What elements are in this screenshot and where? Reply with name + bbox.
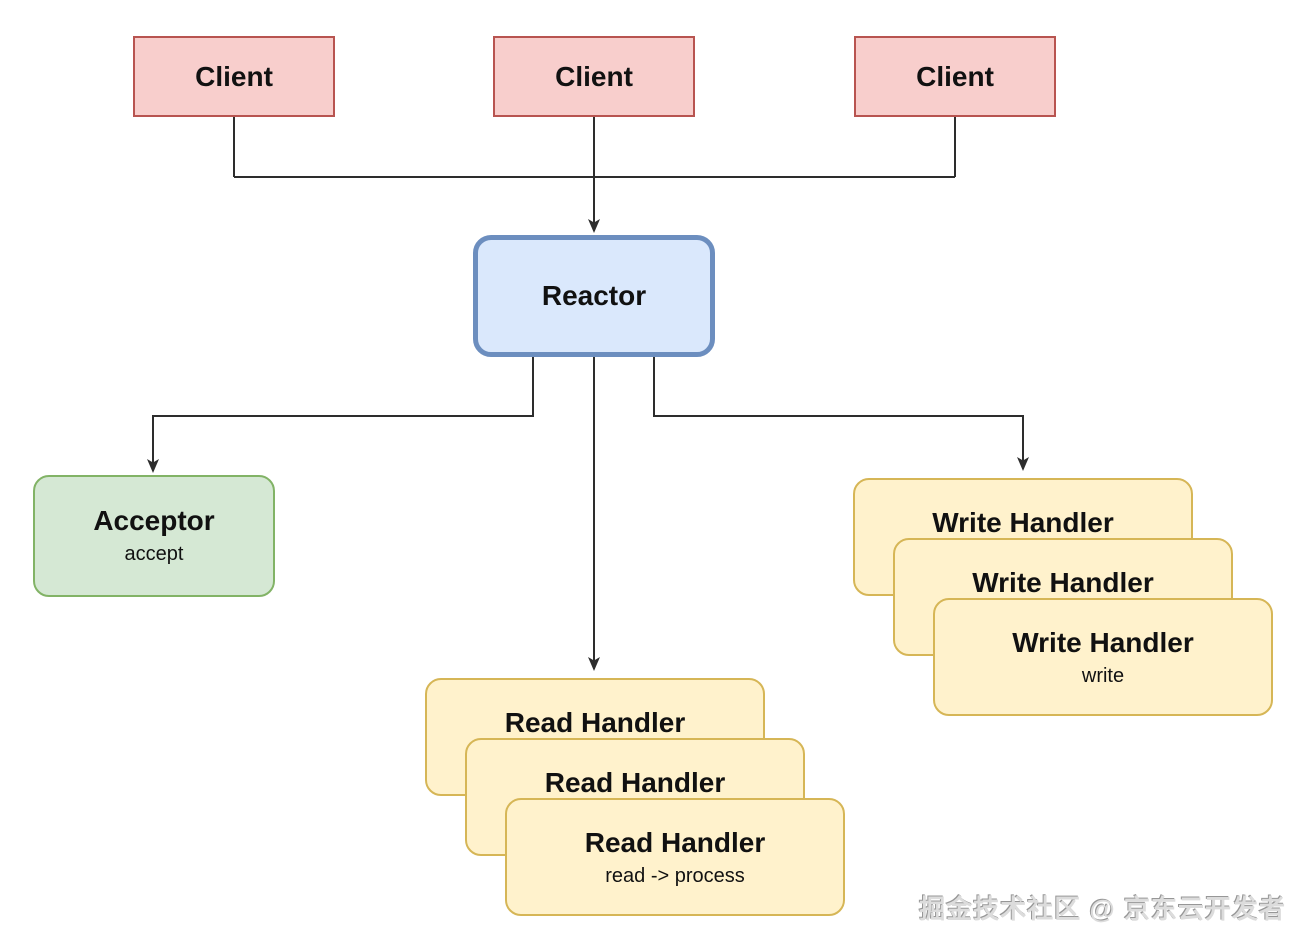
watermark: 掘金技术社区 @ 京东云开发者 bbox=[919, 894, 1286, 924]
client-label: Client bbox=[916, 60, 994, 92]
client-label: Client bbox=[195, 60, 273, 92]
write-handler-label: Write Handler bbox=[972, 567, 1154, 598]
client-box-2: Client bbox=[493, 36, 695, 117]
edge-reactor-to-acceptor bbox=[147, 357, 534, 473]
read-handler-sublabel: read -> process bbox=[605, 865, 745, 887]
write-handler-box-3: Write Handler write bbox=[933, 598, 1273, 716]
reactor-box: Reactor bbox=[473, 235, 715, 357]
client-label: Client bbox=[555, 60, 633, 92]
acceptor-label: Acceptor bbox=[93, 505, 215, 536]
write-handler-label: Write Handler bbox=[932, 507, 1114, 538]
read-handler-box-3: Read Handler read -> process bbox=[505, 798, 845, 916]
acceptor-sublabel: accept bbox=[124, 543, 184, 565]
acceptor-box: Acceptor accept bbox=[33, 475, 275, 597]
reactor-label: Reactor bbox=[541, 280, 647, 311]
client-box-1: Client bbox=[133, 36, 335, 117]
client-box-3: Client bbox=[854, 36, 1056, 117]
edge-reactor-to-write-handlers bbox=[653, 357, 1029, 471]
read-handler-label: Read Handler bbox=[544, 767, 726, 798]
write-handler-label: Write Handler bbox=[1012, 627, 1194, 658]
write-handler-sublabel: write bbox=[1081, 665, 1125, 687]
read-handler-label: Read Handler bbox=[584, 827, 766, 858]
read-handler-label: Read Handler bbox=[504, 707, 686, 738]
